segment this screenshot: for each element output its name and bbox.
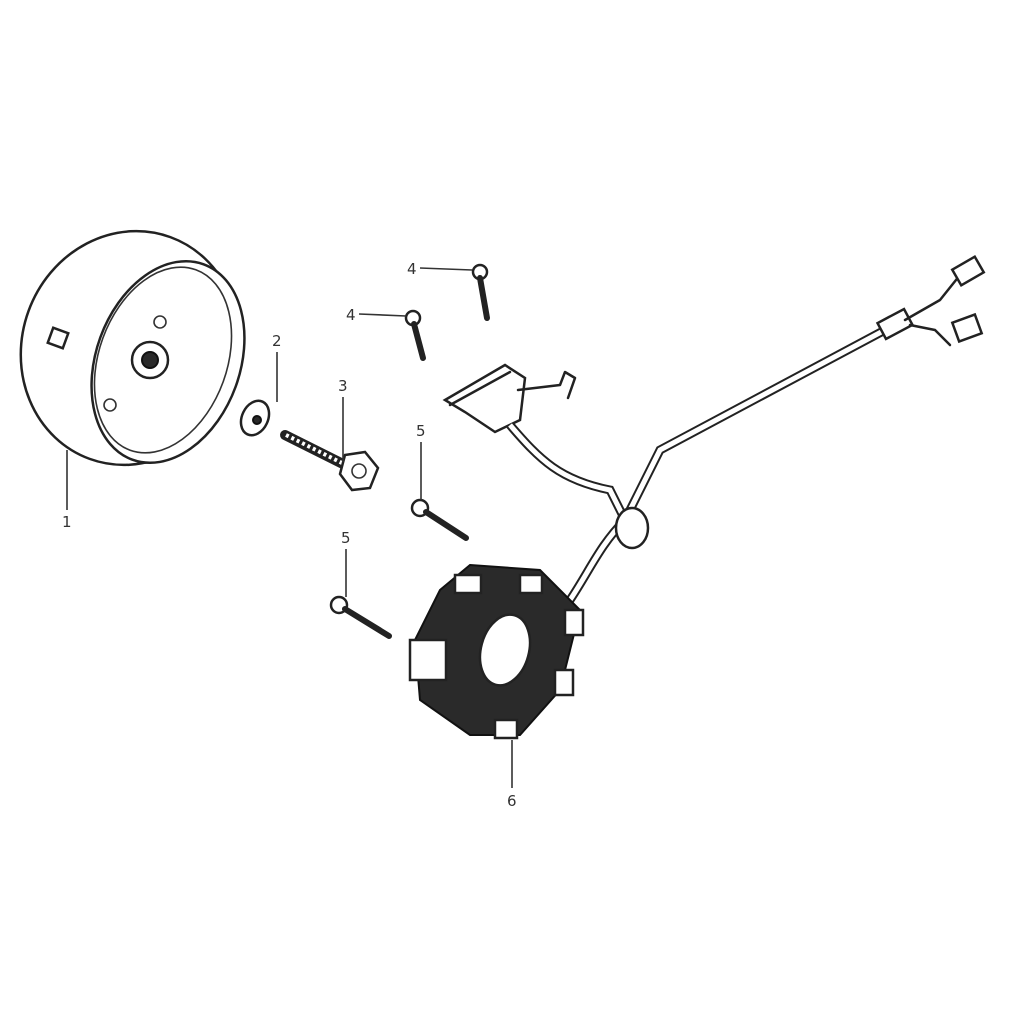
screw-lower [404, 309, 426, 361]
leader-lines [66, 267, 513, 788]
flange-bolt [280, 430, 380, 492]
washer [239, 399, 271, 437]
callout-label-5-upper: 5 [416, 422, 426, 440]
pulser-coil [442, 363, 577, 434]
bolt-lower [329, 595, 392, 639]
callout-label-2: 2 [272, 332, 282, 350]
wire-harness [506, 254, 986, 603]
callout-label-3: 3 [338, 377, 348, 395]
screw-upper [471, 263, 490, 321]
callout-label-4-upper: 4 [407, 260, 417, 278]
callout-label-5-lower: 5 [341, 529, 351, 547]
callout-label-4-lower: 4 [346, 306, 356, 324]
bolt-upper [410, 498, 469, 541]
callout-label-6: 6 [507, 792, 517, 810]
stator-assembly [408, 563, 585, 740]
callout-label-1: 1 [62, 513, 72, 531]
flywheel-rotor [19, 229, 246, 467]
